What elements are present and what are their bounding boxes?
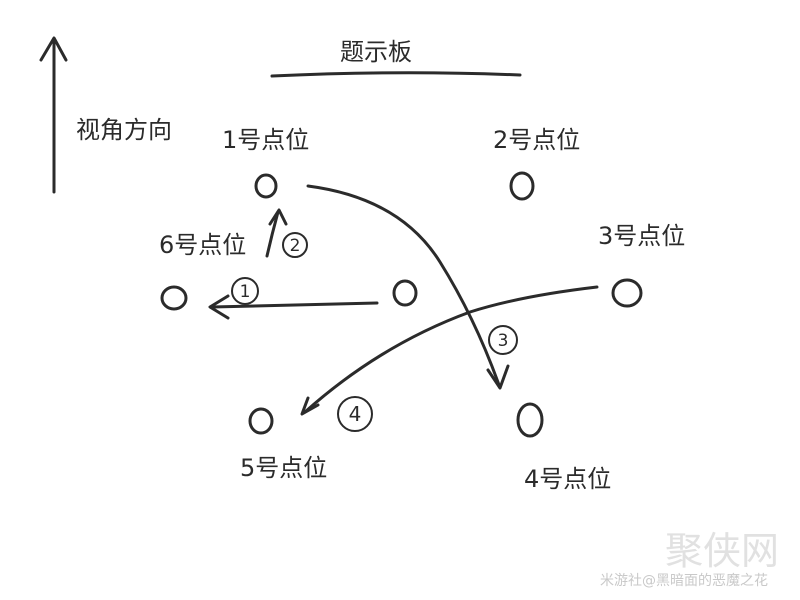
position-1-circle — [254, 173, 278, 199]
step-2-number: 2 — [290, 236, 301, 256]
position-4-label: 4号点位 — [524, 465, 612, 493]
author-watermark: 米游社@黑暗面的恶魔之花 — [600, 573, 768, 589]
title-underline — [270, 71, 522, 78]
position-6-label: 6号点位 — [159, 231, 247, 259]
position-6-circle — [160, 285, 188, 311]
position-5-label: 5号点位 — [240, 454, 328, 482]
step-3-arrow — [306, 184, 510, 390]
view-direction-arrow — [39, 36, 68, 194]
diagram-title: 题示板 — [340, 38, 412, 66]
view-direction-label: 视角方向 — [76, 116, 172, 144]
position-2-circle — [509, 171, 535, 201]
position-3-circle — [611, 278, 643, 308]
step-4-arrow — [300, 285, 599, 416]
step-1-arrow — [208, 294, 379, 320]
step-4-number: 4 — [349, 402, 362, 426]
position-1-label: 1号点位 — [222, 126, 310, 154]
step-4-badge-circle — [337, 396, 373, 432]
step-1-badge-circle — [231, 277, 259, 305]
step-2-arrow — [265, 208, 288, 258]
step-2-badge-circle — [282, 232, 308, 258]
step-3-number: 3 — [498, 331, 509, 351]
center-position-circle — [392, 279, 418, 307]
step-3-badge-circle — [488, 325, 518, 355]
position-2-label: 2号点位 — [493, 126, 581, 154]
position-5-circle — [248, 407, 274, 435]
site-logo-watermark: 聚侠网 — [665, 529, 780, 573]
step-1-number: 1 — [240, 282, 251, 302]
position-4-circle — [516, 402, 544, 438]
position-3-label: 3号点位 — [598, 222, 686, 250]
